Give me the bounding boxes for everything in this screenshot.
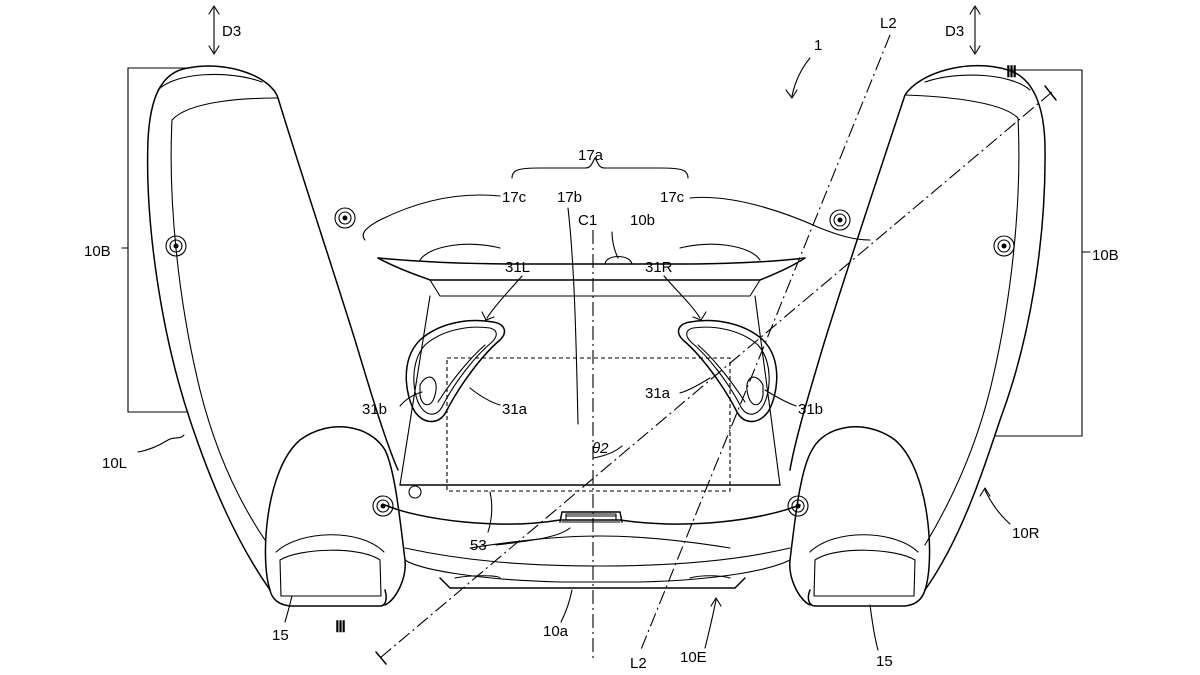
label-10L: 10L (102, 455, 127, 472)
label-17c-left: 17c (502, 189, 527, 206)
label-10E: 10E (680, 649, 707, 666)
reference-labels: D3 D3 1 L2 Ⅲ 17a 17c 17b 17c C1 10b 10B … (84, 15, 1119, 672)
label-17a: 17a (578, 147, 604, 164)
label-theta2: θ2 (592, 440, 609, 457)
screw-left-lower (372, 495, 394, 517)
label-17c-right: 17c (660, 189, 685, 206)
label-15-left: 15 (272, 627, 289, 644)
label-l2-top: L2 (880, 15, 897, 32)
leader-lines (121, 5, 1091, 651)
label-10b-small: 10b (630, 212, 655, 229)
right-grip (789, 64, 1046, 607)
label-10a: 10a (543, 623, 569, 640)
line-l2 (639, 34, 891, 653)
section-line-iii (379, 91, 1053, 659)
screw-right-lower (787, 495, 809, 517)
screw-right-upper (829, 209, 851, 231)
center-body (377, 243, 806, 589)
label-31b-left: 31b (362, 401, 387, 418)
label-31L: 31L (505, 259, 530, 276)
label-c1: C1 (578, 212, 597, 229)
label-d3-left: D3 (222, 23, 241, 40)
label-10R: 10R (1012, 525, 1040, 542)
label-31R: 31R (645, 259, 673, 276)
screw-markers (165, 207, 1015, 517)
screw-left-upper (334, 207, 356, 229)
label-l2-bottom: L2 (630, 655, 647, 672)
label-31a-right: 31a (645, 385, 671, 402)
label-iii-bottom: Ⅲ (335, 619, 346, 636)
label-53: 53 (470, 537, 487, 554)
label-ref-1: 1 (814, 37, 822, 54)
region-53-dashed (446, 357, 731, 492)
label-17b: 17b (557, 189, 582, 206)
screw-right-grip (993, 235, 1015, 257)
left-grip (146, 65, 406, 607)
label-10B-left: 10B (84, 243, 111, 260)
label-10B-right: 10B (1092, 247, 1119, 264)
label-31a-left: 31a (502, 401, 528, 418)
label-15-right: 15 (876, 653, 893, 670)
label-iii-top: Ⅲ (1006, 64, 1017, 81)
back-button-left[interactable] (405, 319, 506, 423)
screw-left-grip (165, 235, 187, 257)
label-d3-right: D3 (945, 23, 964, 40)
label-31b-right: 31b (798, 401, 823, 418)
back-button-right[interactable] (677, 319, 778, 423)
